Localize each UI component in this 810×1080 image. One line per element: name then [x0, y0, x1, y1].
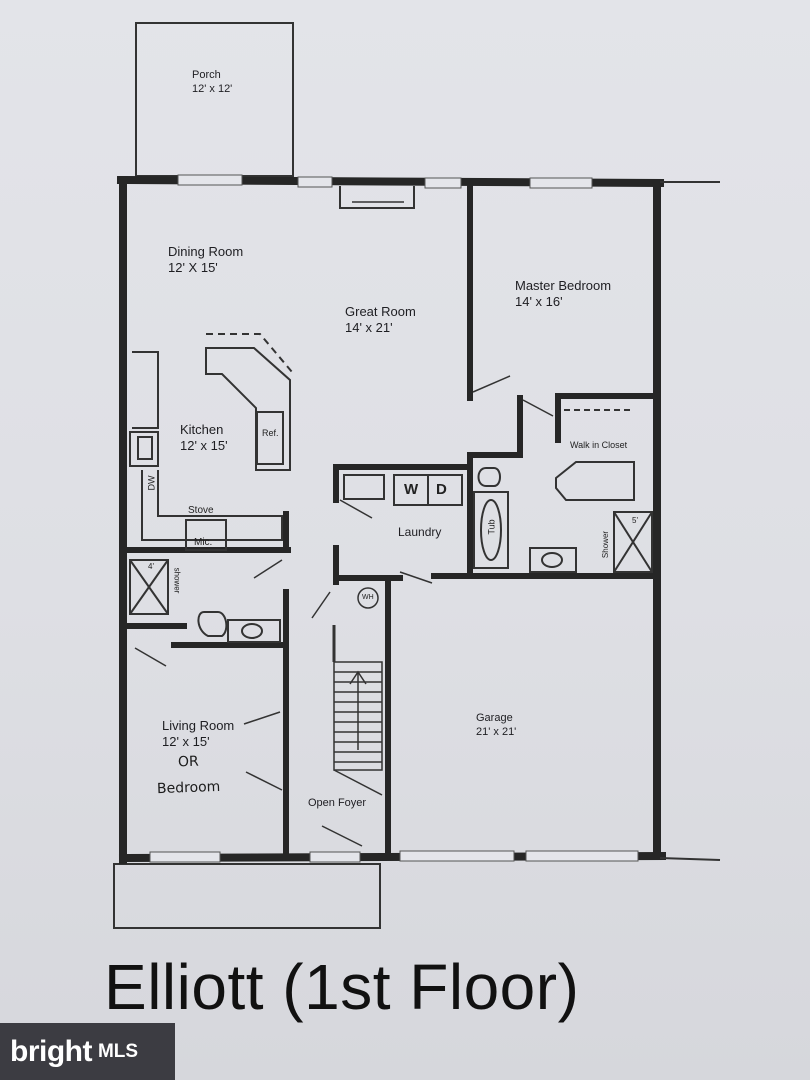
open-foyer-label: Open Foyer: [308, 797, 367, 809]
master-bath-fixtures: [473, 409, 653, 573]
water-heater: [357, 587, 379, 609]
master-bedroom-label: Master Bedroom 14' x 16': [515, 278, 611, 310]
dining-room-size: 12' X 15': [168, 260, 218, 275]
stove-label: Stove: [188, 505, 214, 516]
windows: [149, 174, 639, 863]
exterior-extension-bottom: [659, 857, 721, 861]
walk-in-closet-label: Walk in Closet: [570, 440, 628, 450]
great-room-name: Great Room: [345, 304, 416, 319]
great-room-size: 14' x 21': [345, 320, 393, 335]
master-shower-size: 5': [632, 516, 638, 525]
laundry-fixtures: [343, 474, 463, 506]
master-bedroom-size: 14' x 16': [515, 294, 563, 309]
living-room-label: Living Room 12' x 15': [162, 718, 234, 750]
washer-label: W: [404, 481, 419, 498]
door-swings: [134, 375, 554, 847]
master-bedroom-name: Master Bedroom: [515, 278, 612, 293]
stairs: [332, 625, 383, 796]
kitchen-counters: [129, 333, 293, 551]
microwave-label: Mic.: [194, 537, 213, 548]
front-stoop-outline: [113, 863, 381, 929]
plan-title: Elliott (1st Floor): [104, 951, 580, 1023]
hall-bath-fixtures: [129, 559, 281, 643]
tub-label: Tub: [486, 519, 497, 535]
dryer-label: D: [436, 481, 447, 498]
hall-shower-label: shower: [172, 567, 182, 594]
porch-outline: [135, 22, 294, 177]
handwritten-bedroom: Bedroom: [156, 778, 221, 798]
porch-label: Porch 12' x 12': [192, 68, 232, 96]
water-heater-label: WH: [362, 594, 374, 601]
living-room-name: Living Room: [162, 718, 235, 733]
kitchen-name: Kitchen: [180, 422, 224, 437]
great-room-label: Great Room 14' x 21': [345, 304, 416, 336]
garage-name: Garage: [476, 712, 513, 724]
kitchen-label: Kitchen 12' x 15': [180, 422, 228, 454]
bright-mls-watermark: bright MLS: [0, 1023, 175, 1080]
watermark-brand: bright: [10, 1034, 92, 1068]
interior-walls: [123, 183, 658, 858]
handwritten-or: OR: [177, 753, 200, 771]
ref-label: Ref.: [262, 428, 279, 438]
garage-size: 21' x 21': [476, 726, 517, 738]
hall-shower-size: 4': [148, 562, 154, 571]
master-shower-label: Shower: [601, 530, 611, 559]
porch-size: 12' x 12': [192, 83, 233, 95]
living-room-size: 12' x 15': [162, 734, 210, 749]
garage-label: Garage 21' x 21': [476, 711, 516, 739]
porch-name: Porch: [192, 69, 221, 81]
laundry-label: Laundry: [398, 525, 442, 539]
dining-room-label: Dining Room 12' X 15': [168, 244, 243, 276]
kitchen-size: 12' x 15': [180, 438, 228, 453]
fireplace: [339, 186, 415, 209]
dishwasher-label: DW: [146, 475, 157, 491]
watermark-suffix: MLS: [97, 1040, 139, 1062]
dining-room-name: Dining Room: [168, 244, 244, 259]
